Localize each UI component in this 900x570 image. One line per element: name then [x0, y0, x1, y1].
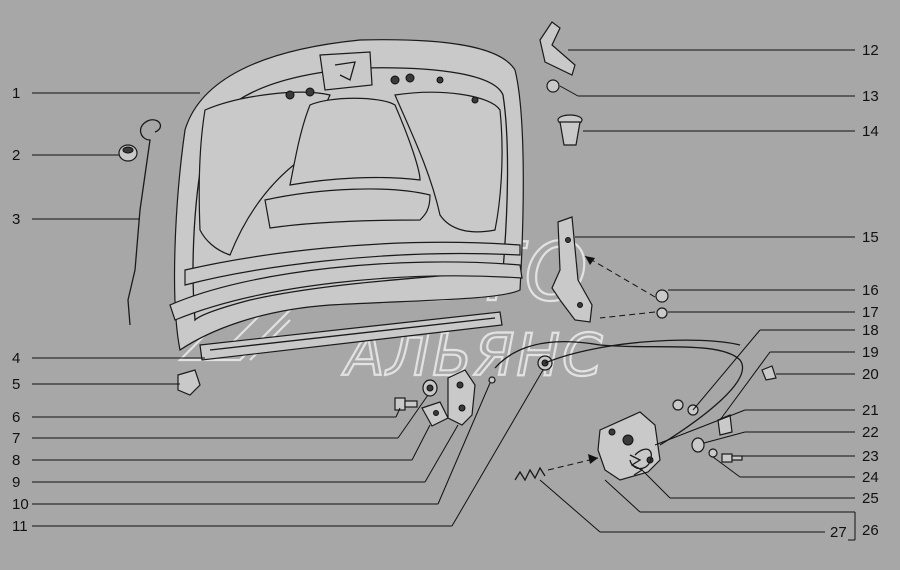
callout-26: 26 — [862, 522, 879, 539]
washer-24 — [708, 448, 718, 458]
bolt-23 — [721, 453, 743, 463]
leader-9-d — [424, 424, 459, 483]
leader-26-d — [604, 479, 641, 513]
callout-25: 25 — [862, 490, 879, 507]
leader-22-d — [703, 431, 746, 444]
clip-5 — [177, 369, 201, 396]
plate-21 — [717, 414, 733, 436]
nut-13 — [546, 79, 560, 93]
hood-hinge-9 — [447, 369, 476, 426]
leader-8-d — [411, 424, 431, 461]
release-cable-19 — [494, 339, 743, 446]
callout-6: 6 — [12, 409, 20, 426]
hood-lock-26 — [597, 411, 661, 481]
callout-17: 17 — [862, 304, 879, 321]
leader-19-d — [719, 351, 771, 421]
callout-9: 9 — [12, 474, 20, 491]
callout-22: 22 — [862, 424, 879, 441]
safety-hook-12 — [539, 21, 576, 76]
nut-16 — [655, 289, 669, 303]
hood-prop-rod — [127, 119, 162, 326]
arrowhead-16 — [585, 256, 595, 265]
leader-lines — [32, 49, 856, 541]
spring-25 — [629, 454, 644, 476]
callout-8: 8 — [12, 452, 20, 469]
pin-10 — [488, 376, 496, 384]
arrow-16-15 — [584, 255, 656, 298]
washer-18 — [672, 399, 699, 416]
spring-27 — [514, 466, 546, 482]
leader-11-d — [451, 369, 544, 527]
buffer-14 — [557, 114, 583, 146]
arrow-17-15 — [599, 311, 656, 319]
callout-10: 10 — [12, 496, 29, 513]
callout-15: 15 — [862, 229, 879, 246]
callout-13: 13 — [862, 88, 879, 105]
callout-12: 12 — [862, 42, 879, 59]
leader-27-d — [539, 479, 601, 533]
callout-21: 21 — [862, 402, 879, 419]
hood-panel — [169, 39, 524, 351]
callout-27: 27 — [830, 524, 847, 541]
callout-2: 2 — [12, 147, 20, 164]
callout-1: 1 — [12, 85, 20, 102]
washer-17 — [656, 307, 668, 319]
callout-18: 18 — [862, 322, 879, 339]
callout-4: 4 — [12, 350, 20, 367]
leader-6-d — [395, 407, 401, 418]
callout-16: 16 — [862, 282, 879, 299]
callout-7: 7 — [12, 430, 20, 447]
callout-5: 5 — [12, 376, 20, 393]
washer-22 — [691, 437, 705, 453]
lock-bracket-15 — [551, 216, 593, 323]
leader-7-d — [397, 394, 429, 439]
hood-seal-strip — [199, 311, 503, 361]
callout-3: 3 — [12, 211, 20, 228]
leader-18-d — [692, 329, 761, 411]
callout-14: 14 — [862, 123, 879, 140]
leader-10-d — [437, 382, 491, 505]
callout-11: 11 — [12, 518, 28, 535]
leader-21-d — [654, 409, 746, 446]
callout-24: 24 — [862, 469, 879, 486]
washer-7 — [422, 379, 438, 397]
hood-bump-stop — [118, 144, 138, 162]
bracket-8 — [421, 401, 449, 427]
callout-20: 20 — [862, 366, 879, 383]
leader-24-d — [712, 456, 741, 478]
clip-20 — [761, 365, 777, 381]
arrowhead-27 — [588, 454, 598, 464]
leader-13-d — [559, 85, 579, 97]
callout-19: 19 — [862, 344, 879, 361]
leader-25-d — [641, 469, 671, 499]
callout-23: 23 — [862, 448, 879, 465]
bolt-6 — [394, 397, 418, 411]
callout-labels: 1 2 3 4 5 6 7 8 9 10 11 12 13 14 15 16 1… — [12, 42, 879, 541]
